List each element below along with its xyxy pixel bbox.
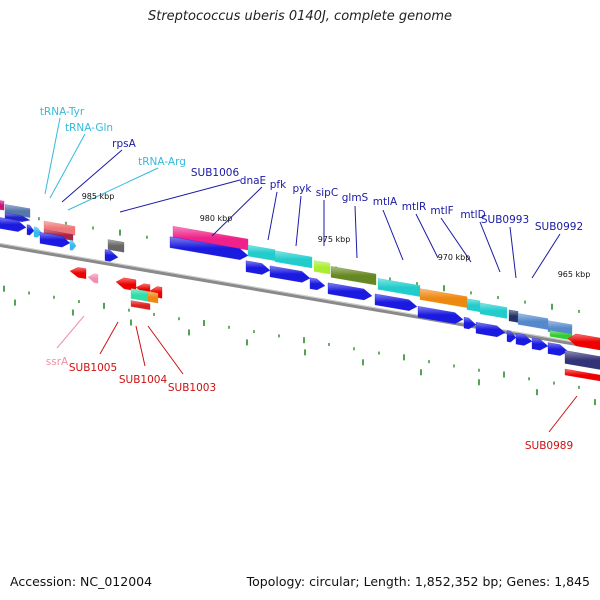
gene-feature <box>107 239 125 253</box>
gene-label: tRNA-Gln <box>65 122 113 134</box>
gene-feature <box>169 236 249 260</box>
gene-label: tRNA-Tyr <box>40 106 85 118</box>
leader-line <box>56 315 85 349</box>
gene-feature <box>564 368 600 382</box>
gene-feature <box>309 277 326 291</box>
gene-feature <box>567 333 600 351</box>
gene-feature <box>466 298 481 313</box>
gene-feature <box>0 217 27 232</box>
scale-label: 970 kbp <box>438 253 471 262</box>
gene-feature <box>506 330 517 343</box>
genome-summary-text: Topology: circular; Length: 1,852,352 bp… <box>246 574 590 589</box>
gene-feature <box>269 265 311 283</box>
gene-label: SUB1006 <box>191 167 240 179</box>
scale-label: 980 kbp <box>200 214 233 223</box>
gene-feature <box>115 277 137 292</box>
gene-feature <box>43 220 76 236</box>
gene-feature <box>463 316 477 330</box>
leader-line <box>531 233 561 279</box>
gene-feature <box>475 322 506 337</box>
gene-label: pyk <box>293 183 313 195</box>
gene-label: SUB1005 <box>69 362 117 374</box>
leader-line <box>415 213 439 259</box>
gene-feature <box>247 244 276 261</box>
gene-label: SUB0992 <box>535 221 583 233</box>
label-leader-lines <box>44 117 578 433</box>
leader-line <box>99 321 119 355</box>
gene-label: mtlD <box>460 209 485 221</box>
gene-feature <box>104 249 119 262</box>
gene-feature <box>417 306 464 324</box>
genome-title: Streptococcus uberis 0140J, complete gen… <box>147 9 453 24</box>
gene-feature <box>508 309 519 323</box>
gene-feature <box>377 278 421 297</box>
scale-label: 975 kbp <box>318 235 351 244</box>
leader-line <box>295 195 302 247</box>
gene-label: rpsA <box>112 138 136 150</box>
gene-label: sipC <box>316 187 338 199</box>
gene-label: mtlA <box>373 196 398 208</box>
accession-text: Accession: NC_012004 <box>10 574 153 589</box>
gene-feature <box>274 250 313 269</box>
leader-line <box>354 205 358 259</box>
gene-label: ssrA <box>46 356 69 368</box>
leader-line <box>119 179 241 213</box>
leader-line <box>135 325 146 367</box>
leader-line <box>49 133 86 199</box>
gene-feature <box>147 291 159 304</box>
gene-label: SUB0993 <box>481 214 529 226</box>
scale-label: 985 kbp <box>82 192 115 201</box>
leader-line <box>44 117 61 195</box>
gene-feature <box>245 260 271 275</box>
gene-feature <box>517 313 549 330</box>
gene-label: glmS <box>342 192 369 204</box>
gene-feature <box>26 224 35 236</box>
leader-line <box>382 209 404 261</box>
gene-feature <box>130 300 151 310</box>
gene-feature <box>330 266 377 286</box>
leader-line <box>267 191 278 241</box>
leader-line <box>211 186 263 237</box>
gene-feature <box>87 273 99 284</box>
gene-feature <box>374 293 418 311</box>
scale-label: 965 kbp <box>558 270 591 279</box>
leader-line <box>61 149 123 203</box>
gene-feature <box>564 350 600 370</box>
leader-line <box>440 217 472 263</box>
leader-line <box>67 167 159 211</box>
gene-label: mtlF <box>430 205 453 217</box>
gene-label: dnaE <box>240 175 266 187</box>
gene-feature <box>479 302 508 319</box>
gene-feature <box>0 200 5 211</box>
gene-label: SUB0989 <box>525 440 573 452</box>
gene-feature <box>39 232 71 248</box>
leader-line <box>548 395 578 433</box>
gene-feature <box>515 332 533 346</box>
gene-feature <box>69 239 77 251</box>
leader-line <box>147 325 184 375</box>
gene-label: pfk <box>270 179 287 191</box>
leader-line <box>509 226 517 279</box>
gene-label: tRNA-Arg <box>138 156 186 168</box>
gene-label: SUB1004 <box>119 374 168 386</box>
leader-line <box>479 221 501 273</box>
gene-feature <box>419 288 468 308</box>
gene-label: SUB1003 <box>168 382 216 394</box>
gene-feature <box>531 337 549 351</box>
scale-labels: 985 kbp 980 kbp 975 kbp 970 kbp 965 kbp <box>82 192 591 279</box>
gene-features <box>0 200 600 382</box>
gene-label: mtlR <box>402 201 427 213</box>
gene-feature <box>547 342 569 356</box>
gene-feature <box>313 260 331 275</box>
gene-feature <box>69 267 87 279</box>
gene-feature <box>327 282 373 301</box>
